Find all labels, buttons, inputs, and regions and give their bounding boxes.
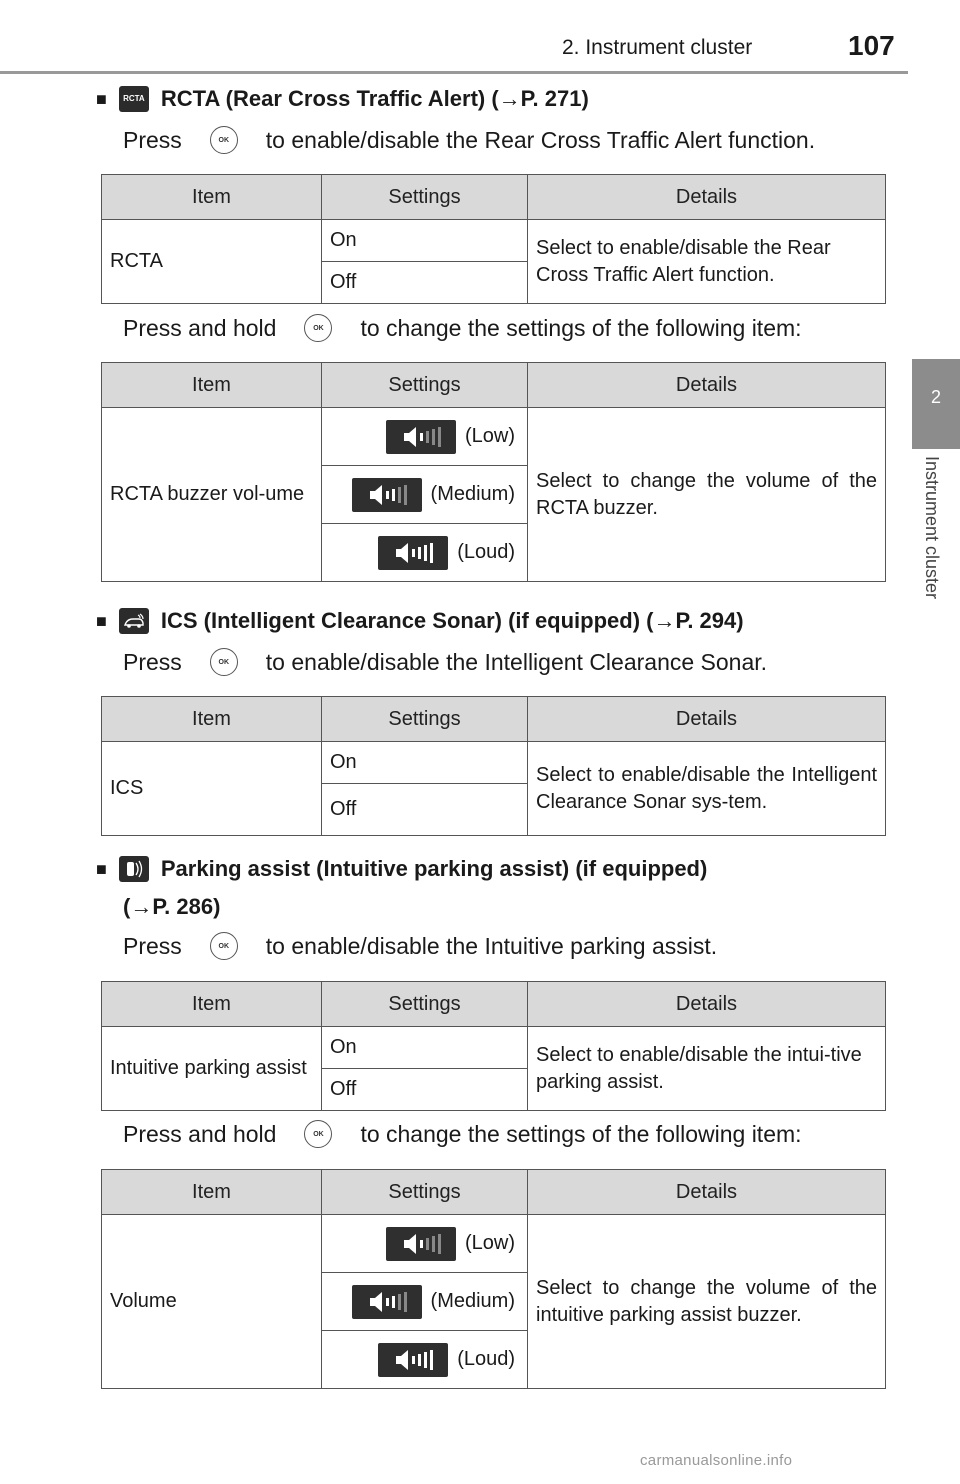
section-heading-rcta: ■ RCTA RCTA (Rear Cross Traffic Alert) (… <box>96 86 589 112</box>
item-cell: RCTA buzzer vol-ume <box>101 407 322 582</box>
details-cell: Select to change the volume of the intui… <box>527 1214 886 1389</box>
column-header-item: Item <box>101 1169 322 1215</box>
setting-cell-low: (Low) <box>321 1214 528 1273</box>
setting-cell: Off <box>321 1068 528 1111</box>
ics-sonar-icon <box>118 608 149 634</box>
ok-button-icon: OK <box>209 126 238 154</box>
column-header-settings: Settings <box>321 696 528 742</box>
volume-loud-icon <box>378 1342 449 1377</box>
volume-medium-icon <box>351 1284 422 1319</box>
setting-cell-loud: (Loud) <box>321 1330 528 1389</box>
column-header-item: Item <box>101 362 322 408</box>
details-cell: Select to enable/disable the Rear Cross … <box>527 219 886 304</box>
column-header-details: Details <box>527 696 886 742</box>
chapter-tab: 2 <box>912 359 960 449</box>
volume-loud-icon <box>378 535 449 570</box>
column-header-item: Item <box>101 981 322 1027</box>
details-cell: Select to enable/disable the Intelligent… <box>527 741 886 836</box>
square-bullet-icon: ■ <box>96 610 107 631</box>
column-header-settings: Settings <box>321 981 528 1027</box>
column-header-settings: Settings <box>321 1169 528 1215</box>
item-cell: ICS <box>101 741 322 836</box>
ok-button-icon: OK <box>209 648 238 676</box>
column-header-details: Details <box>527 981 886 1027</box>
chapter-side-label: Instrument cluster <box>922 456 942 600</box>
section-heading-parking-assist-ref: (→P. 286) <box>123 894 221 919</box>
square-bullet-icon: ■ <box>96 88 107 109</box>
volume-low-icon <box>385 1226 456 1261</box>
column-header-details: Details <box>527 1169 886 1215</box>
column-header-details: Details <box>527 362 886 408</box>
details-cell: Select to enable/disable the intui-tive … <box>527 1026 886 1111</box>
item-cell: RCTA <box>101 219 322 304</box>
parking-assist-table: Item Settings Details Intuitive parking … <box>101 981 886 1111</box>
volume-medium-icon <box>351 477 422 512</box>
ok-button-icon: OK <box>209 932 238 960</box>
rcta-icon: RCTA <box>118 86 149 112</box>
watermark: carmanualsonline.info <box>640 1452 793 1469</box>
column-header-settings: Settings <box>321 362 528 408</box>
instruction-rcta-press: Press OK to enable/disable the Rear Cros… <box>123 126 816 154</box>
item-cell: Volume <box>101 1214 322 1389</box>
section-heading-parking-assist: ■ Parking assist (Intuitive parking assi… <box>96 856 708 882</box>
instruction-ics-press: Press OK to enable/disable the Intellige… <box>123 648 768 676</box>
instruction-parking-press: Press OK to enable/disable the Intuitive… <box>123 932 718 960</box>
ics-settings-table: Item Settings Details ICS On Select to e… <box>101 696 886 836</box>
rcta-buzzer-table: Item Settings Details RCTA buzzer vol-um… <box>101 362 886 582</box>
column-header-details: Details <box>527 174 886 220</box>
details-cell: Select to change the volume of the RCTA … <box>527 407 886 582</box>
page-number: 107 <box>848 30 895 61</box>
setting-cell-loud: (Loud) <box>321 523 528 582</box>
rcta-settings-table: Item Settings Details RCTA On Select to … <box>101 174 886 304</box>
parking-assist-icon <box>118 856 149 882</box>
instruction-rcta-hold: Press and hold OK to change the settings… <box>123 314 802 342</box>
setting-cell: On <box>321 741 528 784</box>
volume-low-icon <box>385 419 456 454</box>
column-header-settings: Settings <box>321 174 528 220</box>
parking-volume-table: Item Settings Details Volume (Low) Selec… <box>101 1169 886 1389</box>
column-header-item: Item <box>101 174 322 220</box>
setting-cell-medium: (Medium) <box>321 465 528 524</box>
instruction-parking-hold: Press and hold OK to change the settings… <box>123 1120 802 1148</box>
column-header-item: Item <box>101 696 322 742</box>
ok-button-icon: OK <box>304 1120 333 1148</box>
setting-cell: Off <box>321 261 528 304</box>
square-bullet-icon: ■ <box>96 858 107 879</box>
item-cell: Intuitive parking assist <box>101 1026 322 1111</box>
header-rule <box>0 71 908 74</box>
section-heading-ics: ■ ICS (Intelligent Clearance Sonar) (if … <box>96 608 744 634</box>
setting-cell-medium: (Medium) <box>321 1272 528 1331</box>
setting-cell: Off <box>321 783 528 836</box>
running-header-title: 2. Instrument cluster <box>562 36 753 59</box>
setting-cell-low: (Low) <box>321 407 528 466</box>
ok-button-icon: OK <box>304 314 333 342</box>
setting-cell: On <box>321 219 528 262</box>
setting-cell: On <box>321 1026 528 1069</box>
